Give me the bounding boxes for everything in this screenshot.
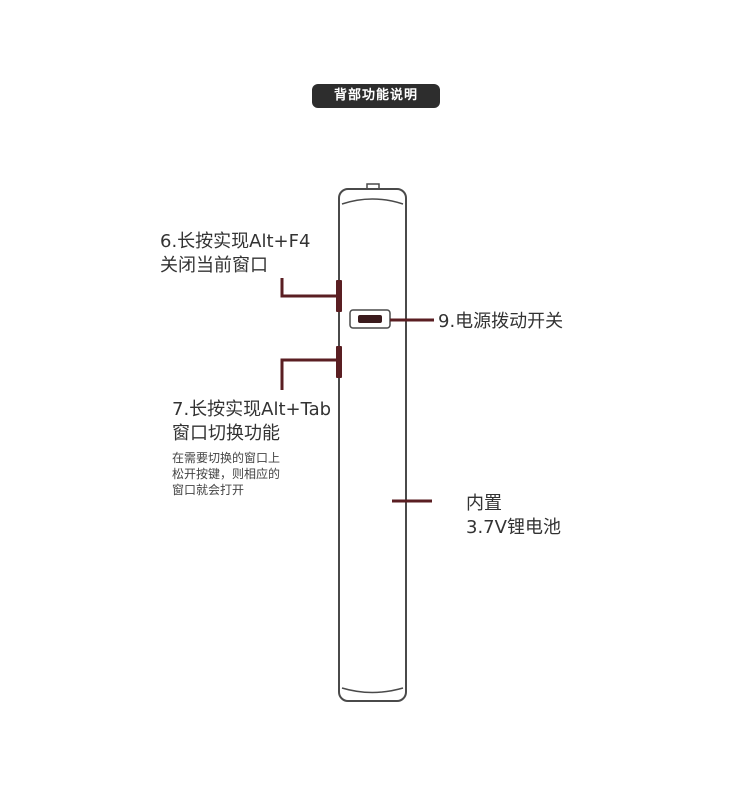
label-alt-f4-line1: 6.长按实现Alt+F4 xyxy=(160,231,311,252)
label-battery: 内置 3.7V锂电池 xyxy=(466,492,561,540)
label-battery-line1: 内置 xyxy=(466,493,502,514)
note-alt-tab-line2: 松开按键，则相应的 xyxy=(172,467,281,481)
label-alt-tab-line2: 窗口切换功能 xyxy=(172,423,280,444)
power-switch-knob xyxy=(358,315,382,323)
label-battery-line2: 3.7V锂电池 xyxy=(466,517,561,538)
label-alt-f4-line2: 关闭当前窗口 xyxy=(160,255,268,276)
device-top-contour xyxy=(341,198,404,205)
device-body-outline xyxy=(338,188,407,702)
label-alt-tab: 7.长按实现Alt+Tab 窗口切换功能 xyxy=(172,398,331,446)
label-alt-tab-line1: 7.长按实现Alt+Tab xyxy=(172,399,332,420)
note-alt-tab-line3: 窗口就会打开 xyxy=(172,483,245,497)
label-power-switch: 9.电源拨动开关 xyxy=(438,311,564,332)
side-button-alt-tab xyxy=(336,346,342,378)
section-title-badge: 背部功能说明 xyxy=(312,84,440,108)
note-alt-tab-line1: 在需要切换的窗口上 xyxy=(172,451,281,465)
label-alt-f4: 6.长按实现Alt+F4 关闭当前窗口 xyxy=(160,230,310,278)
note-alt-tab: 在需要切换的窗口上 松开按键，则相应的 窗口就会打开 xyxy=(172,450,280,498)
leader-line-alt-f4 xyxy=(280,278,336,298)
leader-line-alt-tab xyxy=(280,358,336,390)
side-button-alt-f4 xyxy=(336,280,342,312)
device-bottom-contour xyxy=(341,687,404,694)
